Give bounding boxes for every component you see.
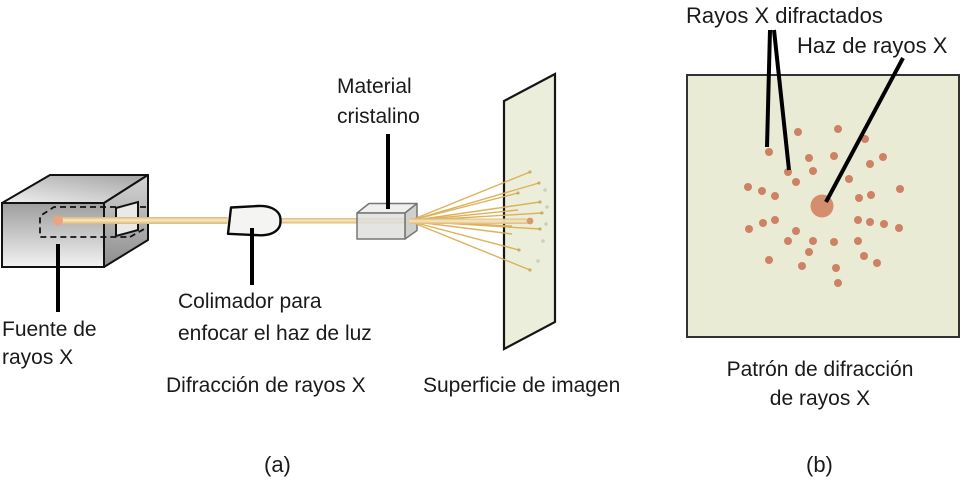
- xray-beam-segment-1: [58, 217, 228, 224]
- diffraction-dot: [855, 194, 864, 203]
- diffraction-dot: [764, 256, 773, 265]
- diffraction-pattern-square: [686, 74, 960, 338]
- diffraction-dot: [880, 219, 889, 228]
- xray-beam-label: Haz de rayos X: [797, 33, 948, 58]
- faint-screen-dots: [536, 188, 549, 263]
- diffraction-dot: [894, 223, 903, 232]
- diffraction-dot: [809, 166, 818, 175]
- diffraction-dot: [829, 151, 838, 160]
- diffraction-dot: [798, 262, 807, 271]
- diffraction-dot: [809, 237, 818, 246]
- process-label: Difracción de rayos X: [166, 374, 366, 397]
- diffraction-dot: [770, 192, 779, 201]
- pattern-label: Patrón de difracción de rayos X: [686, 355, 954, 413]
- caption-a: (a): [264, 452, 291, 477]
- surface-label: Superficie de imagen: [423, 374, 621, 397]
- beam-spot-on-screen: [526, 217, 534, 225]
- diffracted-rays-label: Rayos X difractados: [686, 3, 883, 28]
- source-aperture: [115, 200, 139, 238]
- diffraction-dot: [758, 218, 767, 227]
- diffraction-dot: [879, 152, 888, 161]
- crystal-label-line1: Material: [337, 75, 412, 98]
- diffraction-dot: [861, 134, 870, 143]
- crystal-label: Material cristalino: [337, 72, 420, 132]
- diffraction-dot: [770, 215, 779, 224]
- collimator-shape: [226, 204, 282, 237]
- source-label: Fuente de rayos X: [2, 316, 97, 372]
- collimator-label-line1: Colimador para: [178, 290, 322, 313]
- diffraction-dot: [867, 191, 876, 200]
- diffraction-dot: [873, 259, 882, 268]
- diffracted-rays: [408, 171, 543, 271]
- cutaway-dashed-outline: [39, 206, 147, 238]
- diffraction-dot: [833, 278, 842, 287]
- diffraction-dot: [764, 147, 773, 156]
- diffraction-dot: [895, 185, 904, 194]
- diffraction-dot: [792, 227, 801, 236]
- diffraction-dot: [833, 125, 842, 134]
- diffraction-dot: [745, 224, 754, 233]
- center-beam-dot: [810, 194, 834, 218]
- source-label-line1: Fuente de: [2, 318, 97, 341]
- diffraction-dot: [794, 128, 803, 137]
- diffraction-dot: [744, 183, 753, 192]
- diffraction-dot: [853, 215, 862, 224]
- ray-tips: [516, 170, 544, 272]
- diffraction-dot: [866, 159, 875, 168]
- source-label-line2: rayos X: [2, 346, 74, 369]
- diffraction-dot: [866, 217, 875, 226]
- diffraction-dot: [853, 237, 862, 246]
- xray-beam-segment-2: [270, 218, 414, 224]
- xray-beam-segment-3: [409, 218, 528, 224]
- caption-b: (b): [806, 452, 833, 477]
- collimator-label-line2: enfocar el haz de luz: [178, 322, 372, 345]
- pattern-label-line2: de rayos X: [769, 387, 871, 410]
- diffraction-dot: [831, 264, 840, 273]
- diffraction-dot: [805, 248, 814, 257]
- collimator-label: Colimador para enfocar el haz de luz: [178, 286, 372, 350]
- diffraction-dot: [805, 153, 814, 162]
- pattern-label-line1: Patrón de difracción: [726, 358, 914, 381]
- diffraction-dot: [792, 178, 801, 187]
- crystal-cube: [356, 202, 418, 240]
- diffraction-dot: [860, 252, 869, 261]
- diffraction-dot: [844, 175, 853, 184]
- diffraction-dot: [829, 238, 838, 247]
- crystal-label-line2: cristalino: [337, 105, 420, 128]
- source-spot: [53, 215, 63, 226]
- diffraction-dot: [784, 237, 793, 246]
- image-surface: [502, 72, 557, 351]
- xray-source-box: [1, 174, 149, 268]
- diffraction-dot: [784, 168, 793, 177]
- diffraction-dot: [757, 187, 766, 196]
